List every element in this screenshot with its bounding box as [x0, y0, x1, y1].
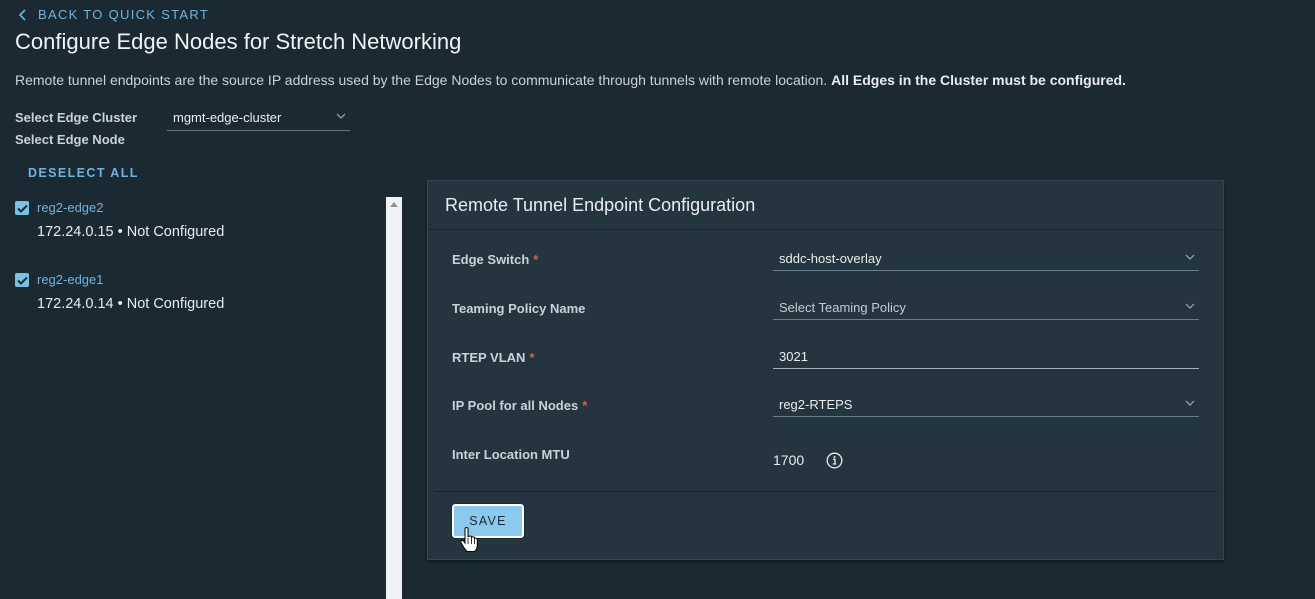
- chevron-left-icon: [18, 8, 26, 21]
- chevron-down-icon: [1185, 303, 1195, 309]
- required-marker: *: [533, 252, 539, 267]
- edge-switch-select[interactable]: sddc-host-overlay: [773, 246, 1199, 271]
- teaming-policy-select[interactable]: Select Teaming Policy: [773, 295, 1199, 320]
- mtu-label: Inter Location MTU: [452, 447, 570, 462]
- mtu-row: Inter Location MTU 1700: [428, 447, 1223, 477]
- ip-pool-label-text: IP Pool for all Nodes: [452, 398, 579, 413]
- edge-node-info: 172.24.0.14 • Not Configured: [37, 296, 225, 312]
- edge-switch-label: Edge Switch*: [452, 252, 538, 267]
- edge-cluster-value: mgmt-edge-cluster: [173, 110, 282, 125]
- edge-switch-value: sddc-host-overlay: [779, 251, 882, 266]
- edge-cluster-select[interactable]: mgmt-edge-cluster: [167, 106, 350, 131]
- mtu-value: 1700: [773, 452, 805, 468]
- teaming-policy-placeholder: Select Teaming Policy: [779, 300, 906, 315]
- description-text: Remote tunnel endpoints are the source I…: [15, 72, 828, 88]
- checkmark-icon: [16, 204, 28, 213]
- description-emphasis: All Edges in the Cluster must be configu…: [831, 72, 1126, 88]
- required-marker: *: [582, 398, 588, 413]
- node-list-scrollbar[interactable]: [386, 197, 402, 599]
- rtep-vlan-value: 3021: [779, 349, 808, 364]
- scroll-up-arrow-icon[interactable]: [390, 202, 398, 207]
- edge-node-info: 172.24.0.15 • Not Configured: [37, 224, 225, 240]
- panel-header-divider: [428, 229, 1223, 230]
- deselect-all-button[interactable]: DESELECT ALL: [28, 166, 139, 180]
- panel-title: Remote Tunnel Endpoint Configuration: [445, 195, 756, 215]
- edge-node-name[interactable]: reg2-edge2: [37, 200, 104, 215]
- chevron-down-icon: [1185, 400, 1195, 406]
- chevron-down-icon: [1185, 254, 1195, 260]
- back-to-quick-start-link[interactable]: BACK TO QUICK START: [18, 7, 209, 22]
- teaming-policy-row: Teaming Policy Name Select Teaming Polic…: [428, 300, 1223, 331]
- ip-pool-label: IP Pool for all Nodes*: [452, 398, 587, 413]
- save-button[interactable]: SAVE: [451, 503, 525, 539]
- rtep-vlan-row: RTEP VLAN* 3021: [428, 349, 1223, 380]
- back-link-label: BACK TO QUICK START: [38, 7, 210, 22]
- checkmark-icon: [16, 276, 28, 285]
- chevron-down-icon: [336, 113, 346, 119]
- rtep-config-panel: Remote Tunnel Endpoint Configuration Edg…: [427, 180, 1224, 560]
- select-edge-node-label: Select Edge Node: [15, 132, 125, 147]
- edge-switch-row: Edge Switch* sddc-host-overlay: [428, 251, 1223, 282]
- hand-pointer-cursor-icon: [460, 527, 478, 552]
- edge-node-checkbox[interactable]: [15, 201, 29, 215]
- page-description: Remote tunnel endpoints are the source I…: [15, 72, 1126, 88]
- required-marker: *: [529, 350, 535, 365]
- edge-switch-label-text: Edge Switch: [452, 252, 530, 267]
- ip-pool-row: IP Pool for all Nodes* reg2-RTEPS: [428, 397, 1223, 428]
- ip-pool-value: reg2-RTEPS: [779, 397, 853, 412]
- teaming-policy-label: Teaming Policy Name: [452, 301, 586, 316]
- rtep-vlan-label: RTEP VLAN*: [452, 350, 535, 365]
- ip-pool-select[interactable]: reg2-RTEPS: [773, 392, 1199, 417]
- info-circle-icon[interactable]: [826, 452, 843, 469]
- select-edge-cluster-label: Select Edge Cluster: [15, 110, 138, 125]
- rtep-vlan-label-text: RTEP VLAN: [452, 350, 526, 365]
- rtep-vlan-input[interactable]: 3021: [773, 344, 1199, 369]
- edge-node-checkbox[interactable]: [15, 273, 29, 287]
- page-title: Configure Edge Nodes for Stretch Network…: [15, 29, 462, 54]
- panel-footer-divider: [434, 491, 1217, 492]
- edge-node-name[interactable]: reg2-edge1: [37, 272, 104, 287]
